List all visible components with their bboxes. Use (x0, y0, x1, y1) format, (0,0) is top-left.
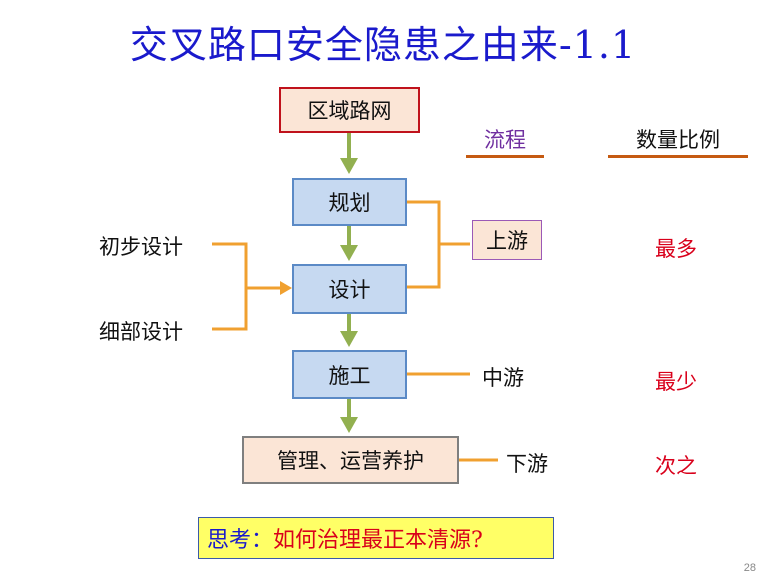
midstream-ratio: 最少 (655, 370, 697, 394)
flow-arrows (340, 133, 358, 433)
think-question-box: 思考： 如何治理最正本清源? (198, 517, 554, 559)
ratio-header-underline (608, 155, 748, 158)
downstream-ratio: 次之 (655, 454, 697, 478)
design-input-bracket (212, 242, 248, 331)
upstream-ratio: 最多 (655, 237, 697, 261)
design-input-arrowhead (280, 281, 292, 295)
plan-box: 规划 (292, 178, 407, 226)
process-header-underline (466, 155, 544, 158)
process-header: 流程 (484, 128, 526, 152)
midstream-label: 中游 (482, 366, 524, 390)
upstream-bracket (407, 200, 441, 289)
detailed-design-label: 细部设计 (99, 320, 183, 344)
region-network-box: 区域路网 (279, 87, 420, 133)
think-lead: 思考： (207, 528, 274, 553)
downstream-label: 下游 (506, 452, 548, 476)
think-question: 如何治理最正本清源? (273, 528, 483, 553)
orange-connectors (212, 200, 498, 462)
operation-box: 管理、运营养护 (242, 436, 459, 484)
ratio-header: 数量比例 (636, 128, 720, 152)
preliminary-design-label: 初步设计 (99, 235, 183, 259)
upstream-box: 上游 (472, 220, 542, 260)
design-box: 设计 (292, 264, 407, 314)
slide-title: 交叉路口安全隐患之由来-1.1 (129, 23, 637, 67)
construction-box: 施工 (292, 350, 407, 399)
page-number: 28 (743, 562, 756, 574)
